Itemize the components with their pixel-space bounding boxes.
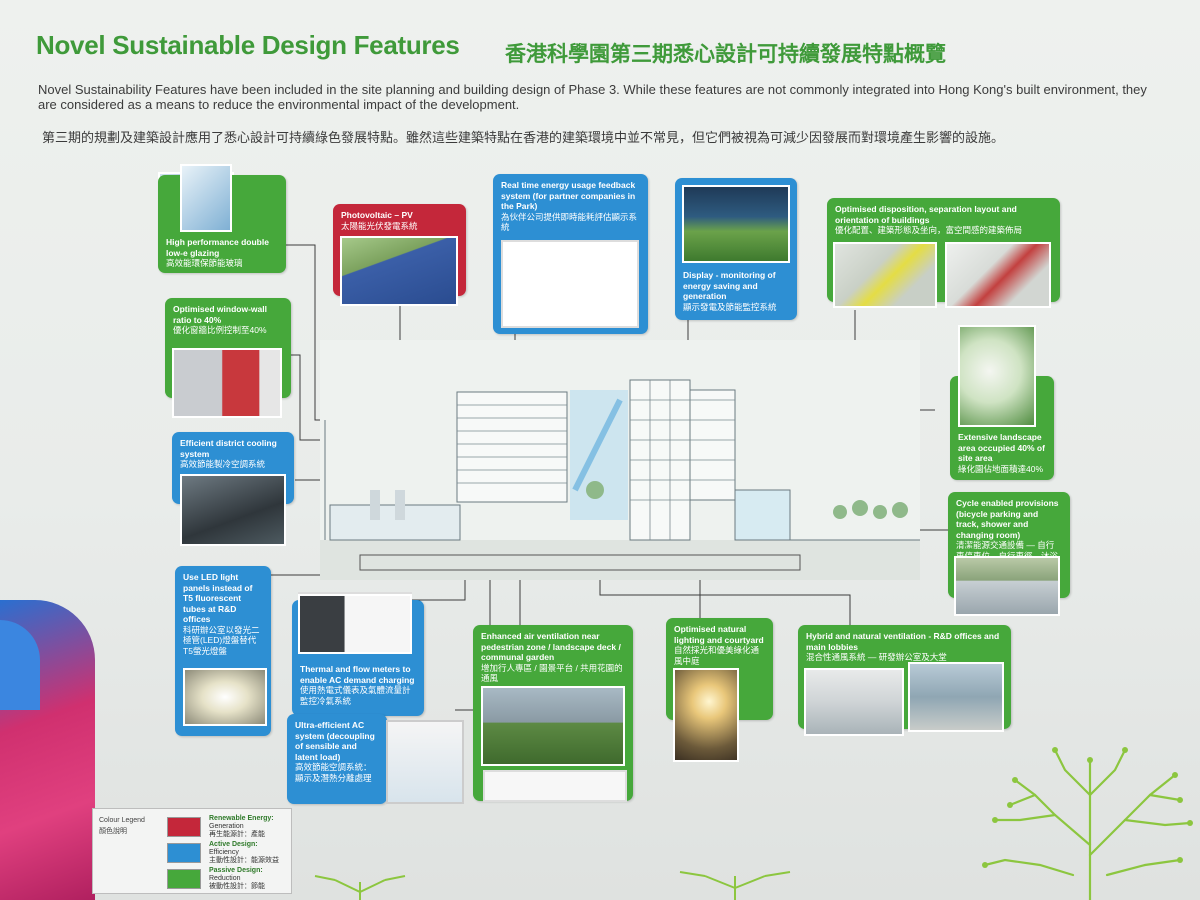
thermal-meter-photo-front (298, 594, 412, 654)
legend-item-renewable-label: Renewable Energy: (209, 815, 274, 822)
legend-title: Colour Legend (99, 817, 145, 824)
ventilation-section-sketch (483, 770, 627, 802)
card-energy-feedback-title: Real time energy usage feedback system (… (501, 180, 636, 211)
card-glazing-zh: 高效能環保節能玻璃 (166, 258, 243, 268)
rd-office-photo (804, 668, 904, 736)
district-cooling-photo (180, 474, 286, 546)
card-air-ventilation-title: Enhanced air ventilation near pedestrian… (481, 631, 621, 662)
page-title: Novel Sustainable Design Features (36, 30, 460, 60)
card-air-ventilation-zh: 增加行人專區 / 園景平台 / 共用花園的通風 (481, 662, 623, 684)
photovoltaic-photo (340, 236, 458, 306)
building-section-diagram (320, 340, 920, 580)
card-photovoltaic-title: Photovoltaic – PV (341, 210, 413, 220)
courtyard-photo (673, 668, 739, 762)
communal-garden-photo (481, 686, 625, 766)
legend-item-renewable-sub: Generation (209, 823, 244, 830)
legend-item-passive: Passive Design: Reduction 被動性設計：節能 (209, 867, 265, 891)
legend-item-passive-label: Passive Design: (209, 867, 263, 874)
card-landscape-zh: 綠化園佔地面積達40% (958, 463, 1044, 474)
display-screen-photo-front (682, 185, 790, 263)
card-district-cooling-zh: 高效節能製冷空調系統 (180, 459, 266, 469)
card-window-wall-zh: 優化窗牆比例控制至40% (173, 325, 267, 335)
glazing-photo-front (180, 164, 232, 232)
card-landscape-title: Extensive landscape area occupied 40% of… (958, 432, 1045, 463)
card-glazing-title: High performance double low-e glazing (166, 237, 269, 258)
card-energy-feedback-zh: 為伙伴公司提供即時能耗評估顯示系統 (501, 211, 638, 233)
legend-swatch-renewable (167, 817, 201, 837)
circuit-tree-decoration-small-2 (679, 871, 791, 900)
card-disposition-zh: 優化配置、建築形態及坐向，富空間感的建築佈局 (835, 225, 1023, 235)
card-window-wall-title: Optimised window-wall ratio to 40% (173, 304, 267, 325)
intro-text-zh: 第三期的規劃及建築設計應用了悉心設計可持續綠色發展特點。雖然這些建築特點在香港的… (42, 130, 1005, 145)
window-wall-photo (172, 348, 282, 418)
legend-item-renewable: Renewable Energy: Generation 再生能源計：產能 (209, 815, 274, 839)
card-thermal-meters-zh: 使用熱電式儀表及氣體流量計監控冷氣系統 (300, 685, 411, 706)
colour-legend: Colour Legend 顏色說明 Renewable Energy: Gen… (92, 808, 292, 894)
legend-swatch-passive (167, 869, 201, 889)
legend-title-zh: 顏色說明 (99, 828, 127, 835)
card-ultra-ac: Ultra-efficient AC system (decoupling of… (287, 714, 387, 804)
legend-item-active-label: Active Design: (209, 841, 258, 848)
circuit-tree-decoration-small-1 (314, 875, 406, 900)
card-district-cooling-title: Efficient district cooling system (180, 438, 277, 459)
legend-swatch-active (167, 843, 201, 863)
card-led-panels-title: Use LED light panels instead of T5 fluor… (183, 572, 253, 624)
card-ultra-ac-title: Ultra-efficient AC system (decoupling of… (295, 720, 375, 762)
card-display-monitoring-zh: 顯示發電及節能監控系統 (683, 301, 777, 312)
card-photovoltaic-zh: 太陽能光伏發電系統 (341, 220, 418, 231)
page-title-zh: 香港科學園第三期悉心設計可持續發展特點概覽 (505, 43, 946, 66)
card-hybrid-ventilation-title: Hybrid and natural ventilation - R&D off… (806, 631, 1000, 652)
card-disposition-title: Optimised disposition, separation layout… (835, 204, 1017, 225)
cycle-parking-photo (954, 556, 1060, 616)
legend-item-active: Active Design: Efficiency 主動性設計：能源效益 (209, 841, 279, 865)
disposition-photo-2 (945, 242, 1051, 308)
legend-item-renewable-zh: 再生能源計：產能 (209, 831, 265, 838)
legend-item-passive-zh: 被動性設計：節能 (209, 883, 265, 890)
intro-text: Novel Sustainability Features have been … (38, 82, 1147, 112)
legend-item-active-sub: Efficiency (209, 849, 239, 856)
card-thermal-meters-title: Thermal and flow meters to enable AC dem… (300, 664, 415, 685)
card-display-monitoring-title: Display - monitoring of energy saving an… (683, 270, 776, 301)
led-panel-photo (183, 668, 267, 726)
card-ultra-ac-zh: 高效節能空調系統：顯示及潛熱分離處理 (295, 762, 372, 783)
energy-feedback-chart (501, 240, 639, 328)
main-lobby-photo (908, 662, 1004, 732)
legend-item-passive-sub: Reduction (209, 875, 241, 882)
card-hybrid-ventilation-zh: 混合性通風系統 — 研發辦公室及大堂 (806, 652, 947, 662)
card-natural-lighting-zh: 自然採光和優美綠化通風中庭 (674, 645, 760, 666)
ac-system-diagram (386, 720, 464, 804)
landscape-plan-photo (958, 325, 1036, 427)
card-led-panels-zh: 科研辦公室以發光二極管(LED)燈盤替代T5螢光燈盤 (183, 624, 260, 656)
circuit-tree-decoration (982, 747, 1193, 900)
card-cycle-title: Cycle enabled provisions (bicycle parkin… (956, 498, 1059, 540)
disposition-photo-1 (833, 242, 937, 308)
card-natural-lighting-title: Optimised natural lighting and courtyard (674, 624, 764, 645)
legend-item-active-zh: 主動性設計：能源效益 (209, 857, 279, 864)
